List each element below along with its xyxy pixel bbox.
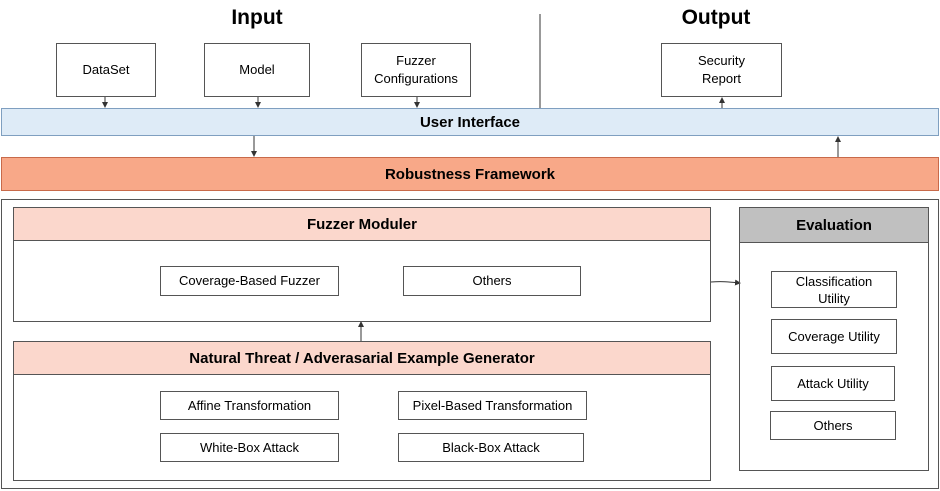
classification-utility-box: Classification Utility [771, 271, 897, 308]
evaluation-title: Evaluation [739, 207, 929, 243]
security-report-box: Security Report [661, 43, 782, 97]
attack-utility-box: Attack Utility [771, 366, 895, 401]
white-box-attack-box: White-Box Attack [160, 433, 339, 462]
evaluation-others-box: Others [770, 411, 896, 440]
affine-transformation-box: Affine Transformation [160, 391, 339, 420]
fuzzer-module-title: Fuzzer Moduler [13, 207, 711, 241]
coverage-based-fuzzer-box: Coverage-Based Fuzzer [160, 266, 339, 296]
fuzzer-others-box: Others [403, 266, 581, 296]
model-box: Model [204, 43, 310, 97]
output-heading: Output [681, 6, 751, 29]
dataset-box: DataSet [56, 43, 156, 97]
user-interface-bar: User Interface [1, 108, 939, 136]
coverage-utility-box: Coverage Utility [771, 319, 897, 354]
input-heading: Input [231, 6, 283, 29]
generator-title: Natural Threat / Adverasarial Example Ge… [13, 341, 711, 375]
pixel-based-transformation-box: Pixel-Based Transformation [398, 391, 587, 420]
fuzzer-configurations-box: Fuzzer Configurations [361, 43, 471, 97]
robustness-framework-bar: Robustness Framework [1, 157, 939, 191]
framework-container [1, 199, 939, 489]
black-box-attack-box: Black-Box Attack [398, 433, 584, 462]
